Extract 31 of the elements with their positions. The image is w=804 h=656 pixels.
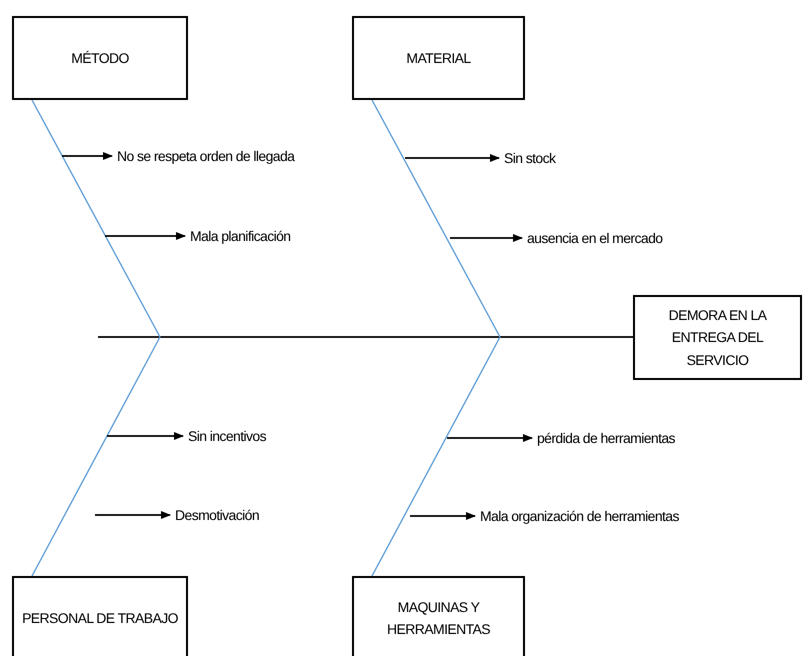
cause-text: ausencia en el mercado bbox=[527, 230, 662, 246]
bone-line bbox=[31, 336, 161, 576]
arrow bbox=[107, 432, 184, 440]
category-box bbox=[12, 16, 188, 100]
box-label: MATERIAL bbox=[405, 48, 472, 68]
category-box bbox=[12, 576, 188, 656]
arrow bbox=[450, 234, 523, 242]
cause-text: Desmotivación bbox=[175, 507, 260, 523]
arrow bbox=[105, 232, 186, 240]
cause-text: Mala organización de herramientas bbox=[480, 508, 679, 524]
cause-text: No se respeta orden de llegada bbox=[117, 148, 294, 164]
bone-line bbox=[371, 336, 501, 576]
cause-text: Sin stock bbox=[504, 150, 556, 166]
category-box bbox=[352, 576, 525, 656]
box-label: MÉTODO bbox=[70, 48, 130, 68]
arrow bbox=[95, 511, 171, 519]
category-box bbox=[352, 16, 525, 100]
box-label: PERSONAL DE TRABAJO bbox=[21, 608, 179, 628]
arrow bbox=[62, 152, 113, 160]
bone-line bbox=[371, 100, 501, 338]
spine-line bbox=[98, 336, 633, 338]
arrow bbox=[405, 154, 500, 162]
arrow bbox=[447, 434, 533, 442]
effect-box bbox=[633, 295, 802, 380]
bone-line bbox=[31, 100, 161, 338]
box-label: DEMORA EN LA ENTREGA DEL SERVICIO bbox=[668, 306, 768, 370]
arrow bbox=[410, 512, 476, 520]
cause-text: pérdida de herramientas bbox=[537, 430, 675, 446]
cause-text: Sin incentivos bbox=[188, 428, 266, 444]
cause-text: Mala planificación bbox=[190, 228, 290, 244]
box-label: MAQUINAS Y HERRAMIENTAS bbox=[386, 598, 491, 639]
